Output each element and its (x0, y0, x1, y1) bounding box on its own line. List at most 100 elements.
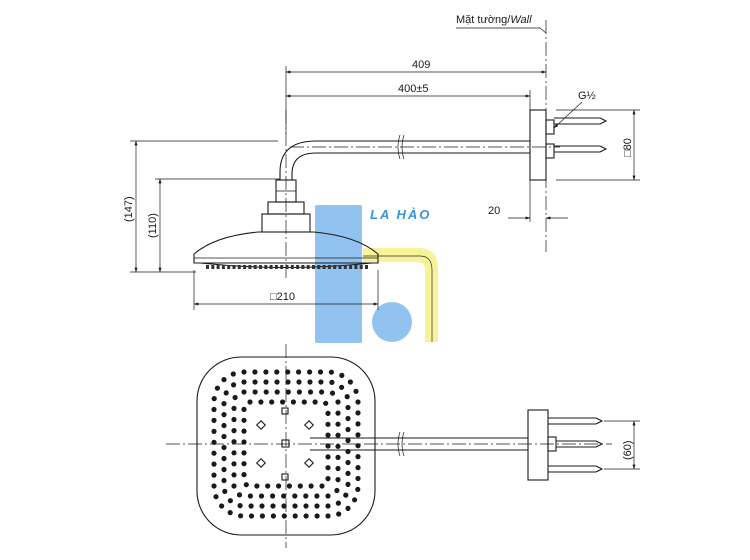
nozzle-hole (221, 455, 227, 462)
dim-mount-spacing: (60) (622, 440, 634, 460)
shower-head-side (193, 231, 379, 269)
nozzle-tip (227, 265, 231, 269)
nozzle-hole (265, 483, 271, 489)
nozzle-hole (211, 472, 217, 478)
nozzle-hole (252, 369, 258, 375)
nozzle-hole (307, 379, 313, 385)
nozzle-hole (296, 379, 302, 385)
nozzle-tip (306, 265, 310, 269)
nozzle-hole (280, 399, 286, 405)
dim-head-width: □210 (270, 291, 295, 303)
nozzle-hole (308, 483, 314, 489)
nozzle-hole (241, 369, 247, 375)
nozzle-tip (211, 265, 215, 269)
nozzle-hole (211, 483, 217, 489)
nozzle-hole (345, 437, 351, 444)
nozzle-tip (259, 265, 262, 269)
nozzle-hole (329, 379, 335, 385)
nozzle-hole (292, 503, 298, 509)
nozzle-hole (241, 439, 247, 445)
nozzle-hole (211, 450, 217, 456)
nozzle-hole (221, 477, 227, 484)
nozzle-hole (211, 461, 217, 467)
nozzle-hole (307, 389, 314, 395)
nozzle-tip (243, 265, 247, 269)
nozzle-hole (221, 444, 227, 451)
dim-arm-length: 400±5 (398, 83, 429, 95)
nozzle-hole (211, 428, 217, 434)
dim-total-length: 409 (412, 59, 430, 71)
nozzle-hole (248, 513, 255, 519)
nozzle-tip (216, 265, 220, 269)
nozzle-hole (247, 399, 253, 405)
nozzle-hole (230, 371, 236, 377)
nozzle-hole (335, 465, 341, 472)
shower-arm-top (310, 431, 528, 457)
nozzle-tip (317, 265, 321, 269)
nozzle-hole (307, 369, 313, 375)
nozzle-tip (221, 265, 225, 269)
nozzle-hole (281, 503, 287, 509)
nozzle-hole (355, 475, 361, 482)
nozzle-hole (345, 505, 351, 511)
nozzle-hole (335, 410, 341, 416)
nozzle-tip (301, 265, 305, 269)
nozzle-hole (231, 428, 237, 434)
nozzle-hole (355, 454, 361, 460)
nozzle-hole (259, 503, 265, 509)
nozzle-hole (339, 372, 345, 378)
nozzle-hole (343, 492, 349, 498)
nozzle-hole (303, 493, 309, 499)
nozzle-hole (314, 503, 320, 509)
nozzle-tip (312, 265, 315, 269)
nozzle-tip (237, 265, 241, 269)
nozzle-hole (221, 401, 227, 407)
nozzle-hole (248, 503, 254, 509)
nozzle-hole (314, 493, 320, 499)
nozzle-hole (325, 443, 331, 449)
nozzle-hole (335, 421, 341, 427)
nozzle-hole (325, 513, 331, 519)
nozzle-hole (258, 399, 264, 405)
dim-flange-depth: 20 (488, 205, 500, 217)
nozzle-hole (219, 503, 225, 509)
nozzle-hole (285, 369, 291, 375)
nozzle-tip (354, 265, 358, 269)
nozzle-hole (323, 400, 329, 406)
watermark-blue-bar (315, 205, 362, 343)
nozzle-tip (285, 265, 289, 269)
nozzle-tip (248, 265, 252, 269)
nozzle-hole (241, 389, 247, 395)
nozzle-hole (263, 379, 269, 385)
nozzle-hole (274, 369, 280, 375)
nozzle-hole (231, 405, 237, 411)
nozzle-hole (335, 432, 341, 438)
nozzle-hole (259, 513, 265, 519)
nozzle-hole (281, 493, 287, 499)
nozzle-hole (335, 399, 341, 405)
nozzle-hole (211, 417, 217, 423)
nozzle-hole (345, 426, 351, 433)
nozzle-hole (221, 412, 227, 418)
nozzle-hole (252, 389, 258, 395)
nozzle-hole (270, 493, 276, 499)
nozzle-hole (258, 493, 265, 499)
nozzle-hole (243, 482, 249, 488)
nozzle-hole (325, 410, 331, 416)
nozzle-tip (365, 265, 368, 269)
nozzle-hole (297, 483, 303, 489)
nozzle-tip (343, 265, 347, 269)
nozzle-hole (335, 500, 341, 506)
nozzle-hole (286, 483, 292, 489)
nozzle-hole (345, 481, 351, 487)
nozzle-hole (231, 472, 237, 478)
nozzle-hole (325, 454, 331, 460)
nozzle-hole (241, 428, 247, 434)
nozzle-tip (349, 265, 353, 269)
nozzle-tip (280, 265, 284, 269)
nozzle-hole (213, 494, 219, 500)
nozzle-hole (231, 439, 237, 445)
nozzle-hole (334, 487, 340, 494)
nozzle-hole (270, 503, 276, 509)
